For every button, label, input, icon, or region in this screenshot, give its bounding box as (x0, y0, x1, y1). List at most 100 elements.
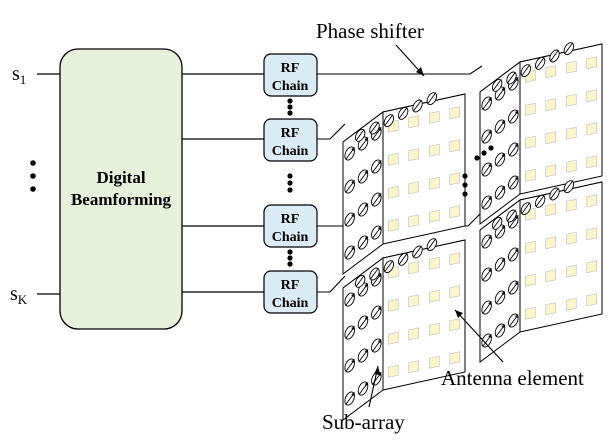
antenna-element (565, 93, 577, 107)
antenna-element (449, 106, 461, 120)
antenna-element (387, 152, 399, 166)
sub-arrays (342, 42, 603, 421)
antenna-element-pointer (454, 309, 504, 363)
antenna-element (524, 135, 536, 149)
antenna-element (387, 218, 399, 232)
phase-shifter-icon (508, 247, 519, 262)
rf-chain-1-line1: RF (281, 61, 300, 76)
phase-shifter-icon (426, 92, 438, 106)
phase-shifter-icon (397, 252, 409, 266)
sub-array-1 (342, 92, 466, 275)
rf-chain-4-line1: RF (281, 278, 300, 293)
phase-shifter-icon (412, 245, 423, 259)
phase-shifter-icon (344, 292, 356, 307)
phase-shifter-icon (494, 323, 506, 338)
antenna-element (545, 164, 557, 178)
antenna-element (408, 261, 420, 275)
phase-shifter-icon (481, 129, 493, 144)
antenna-element (586, 155, 598, 169)
antenna-element (545, 269, 557, 283)
antenna-element (586, 89, 598, 103)
phase-shifter-icon (357, 348, 369, 363)
phase-shifter-icon (520, 202, 532, 216)
antenna-element (586, 56, 598, 70)
phase-shifter-icon (357, 381, 369, 396)
phase-shifter-icon (426, 238, 438, 252)
phase-shifter-icon (357, 315, 369, 330)
antenna-element (545, 302, 557, 316)
antenna-element (408, 360, 420, 374)
phase-shifter-icon (563, 180, 575, 194)
digital-beamforming-label-2: Beamforming (71, 190, 172, 209)
antenna-element (449, 318, 461, 332)
phase-shifter-icon (494, 257, 506, 272)
phase-shifter-icon (371, 192, 382, 207)
sub-array-pointer (368, 365, 380, 408)
phase-shifter-icon (520, 64, 532, 78)
phase-shifter-icon (357, 235, 369, 250)
antenna-element (524, 273, 536, 287)
rf-chain-1-line2: Chain (272, 79, 309, 94)
antenna-element (449, 252, 461, 266)
phase-shifter-icon (371, 305, 382, 320)
phase-shifter-icon (371, 159, 382, 174)
phase-shifter-icon (344, 179, 356, 194)
phase-shifter-icon (344, 325, 356, 340)
antenna-element (565, 126, 577, 140)
phase-shifter-icon (481, 300, 493, 315)
antenna-element (586, 260, 598, 274)
sub-array-3 (479, 42, 603, 225)
phase-shifter-icon (508, 142, 519, 157)
phase-shifter-icon (354, 128, 366, 142)
antenna-element (586, 194, 598, 208)
phase-shifter-icon (491, 78, 503, 92)
phase-shifter-icon (354, 274, 366, 288)
phase-shifter-icon (412, 99, 423, 113)
rf-chain-1: RF Chain (263, 53, 318, 97)
phase-shifter-label: Phase shifter (316, 19, 424, 43)
phase-shifter-icon (383, 260, 395, 274)
antenna-element (428, 209, 440, 223)
phase-shifter-icon (344, 245, 356, 260)
antenna-element (565, 297, 577, 311)
sub-array-4 (479, 180, 603, 363)
phase-shifter-icon (344, 391, 356, 406)
rf-chain-2: RF Chain (263, 118, 318, 162)
input-ellipsis (30, 160, 36, 192)
phase-shifter-icon (481, 234, 493, 249)
antenna-element (449, 205, 461, 219)
antenna-element (387, 298, 399, 312)
phase-shifter-icon (508, 280, 519, 295)
antenna-element (586, 227, 598, 241)
phase-shifter-icon (481, 195, 493, 210)
phase-shifter-icon (344, 146, 356, 161)
antenna-element (524, 306, 536, 320)
digital-beamforming-label-1: Digital (96, 168, 145, 187)
phase-shifter-icon (508, 175, 519, 190)
phase-shifter-icon (481, 333, 493, 348)
antenna-element (586, 293, 598, 307)
antenna-element (449, 285, 461, 299)
antenna-element (565, 198, 577, 212)
phase-shifter-icon (369, 121, 380, 135)
phase-shifter-icon (494, 119, 506, 134)
antenna-element (449, 139, 461, 153)
antenna-element (408, 148, 420, 162)
antenna-element (428, 322, 440, 336)
phase-shifter-icon (506, 71, 517, 85)
antenna-element (524, 102, 536, 116)
phase-shifter-icon (494, 152, 506, 167)
antenna-element (408, 214, 420, 228)
phase-shifter-icon (563, 42, 575, 56)
sub-array-label: Sub-array (322, 410, 405, 434)
rf-ellipsis (287, 98, 293, 267)
antenna-element (545, 236, 557, 250)
phase-shifter-icon (481, 267, 493, 282)
antenna-element (408, 327, 420, 341)
phase-shifter-icon (506, 209, 517, 223)
antenna-element (408, 294, 420, 308)
antenna-element (586, 122, 598, 136)
array-ellipsis-vertical (462, 173, 468, 197)
antenna-element (387, 364, 399, 378)
